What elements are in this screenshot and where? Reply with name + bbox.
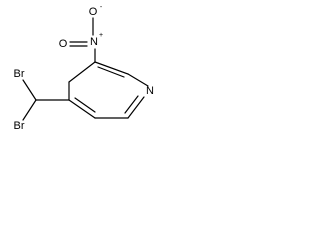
ring-bond-n1-c6 <box>127 96 145 119</box>
chemical-structure: Br Br O - O N + N <box>14 4 155 132</box>
ring-bond-c3-c2 <box>94 61 129 75</box>
ring-bond-c5-c4 <box>68 99 96 119</box>
bond-ch-br-bottom <box>22 99 37 121</box>
ring-bond-c2-n1 <box>127 73 149 87</box>
ring-bond-c3-c2-inner <box>97 66 125 78</box>
ring-bond-c3-c4 <box>68 61 96 83</box>
nitrogen-nitro-label: N <box>90 36 98 48</box>
bromine-top-label: Br <box>14 68 25 80</box>
ring-bond-n1-c6-inner <box>124 95 139 114</box>
oxygen-left-label: O <box>59 38 68 50</box>
bromine-bottom-label: Br <box>14 120 25 132</box>
oxygen-top-label: O <box>89 6 98 18</box>
bond-ch-br-top <box>22 79 37 101</box>
oxygen-charge: - <box>100 4 103 11</box>
ring-bond-c5-c4-inner <box>74 97 96 113</box>
nitrogen-charge: + <box>99 32 103 39</box>
nitrogen-ring-label: N <box>146 85 154 97</box>
